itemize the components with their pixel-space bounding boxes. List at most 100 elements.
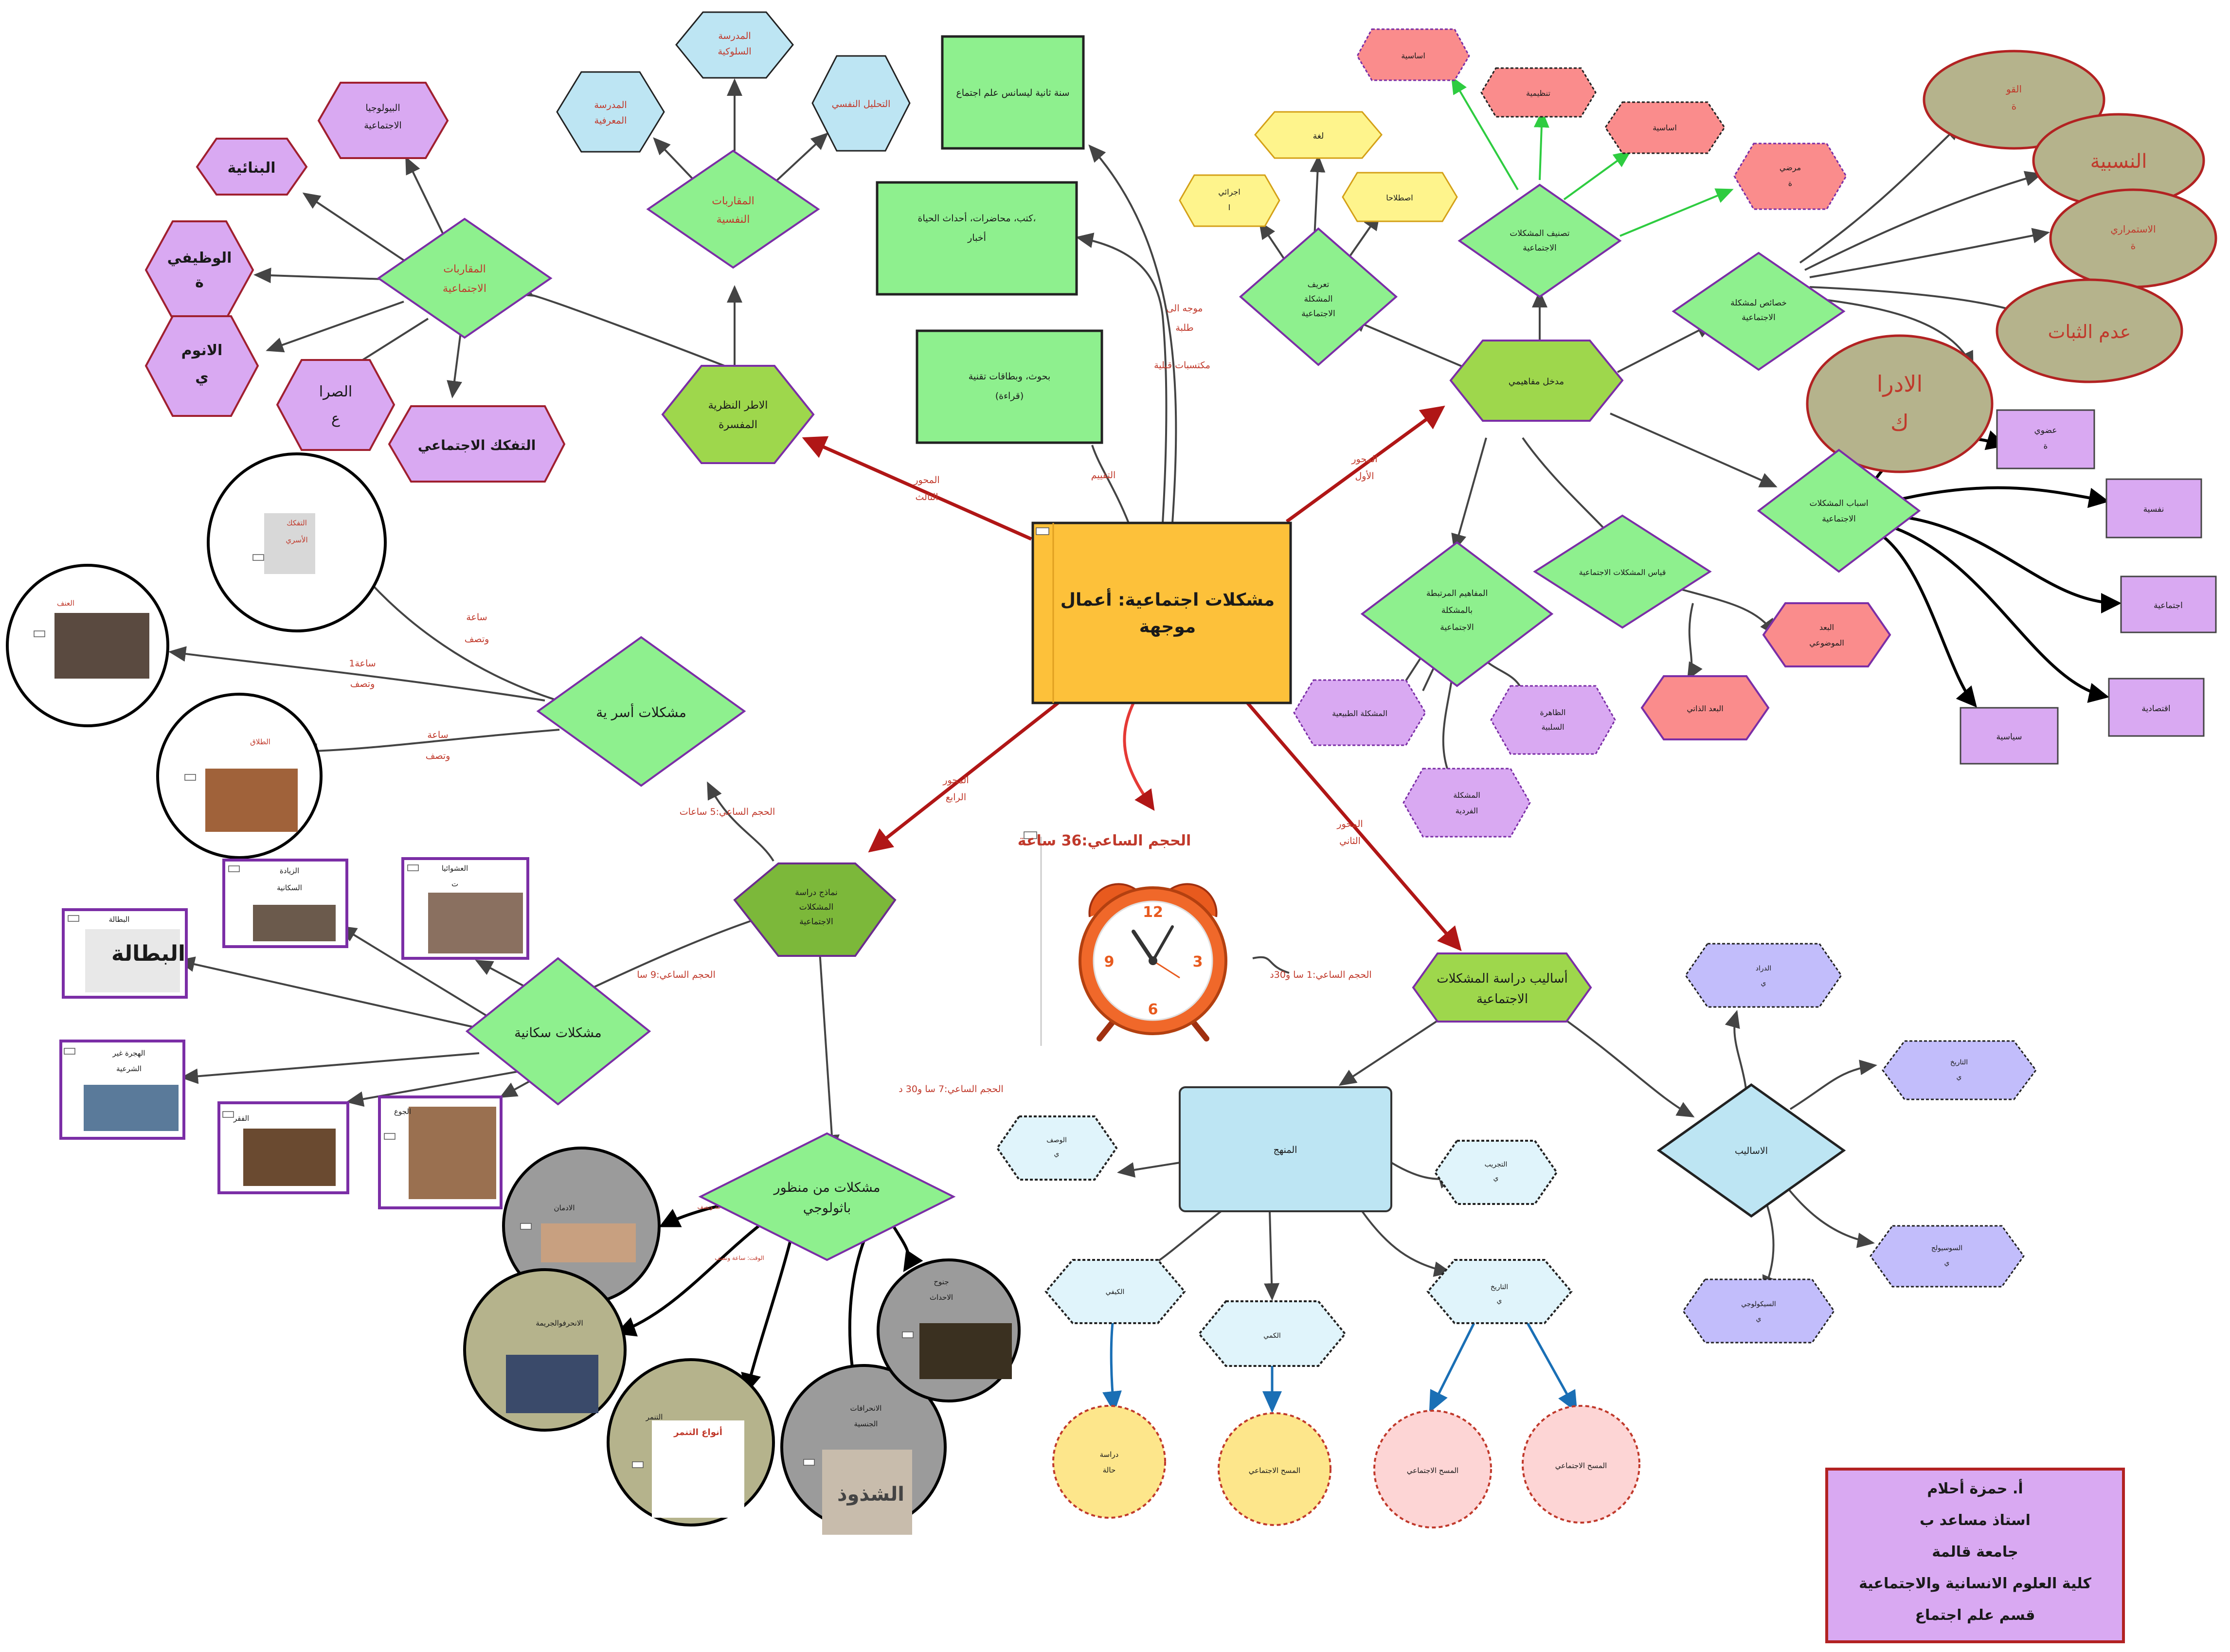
image-population-increase[interactable]: الزيادة السكانية <box>222 859 348 948</box>
node-related-concepts[interactable]: المفاهيم المرتبطة بالمشكلة الاجتماعية <box>1360 541 1554 687</box>
ipg-icon <box>803 1459 815 1466</box>
node-organic[interactable]: عضوي ة <box>1996 409 2095 469</box>
resource-year2[interactable]: سنة ثانية ليسانس علم اجتماع <box>941 35 1085 150</box>
image-violence[interactable]: العنف <box>6 564 169 727</box>
node-definition[interactable]: تعريف المشكلة الاجتماعية <box>1239 227 1398 366</box>
node-conflict[interactable]: الصرا ع <box>276 359 396 451</box>
node-characteristics[interactable]: خصائص لمشكلة الاجتماعية <box>1672 251 1846 371</box>
edge-label-directed-b: طلبة <box>1175 323 1193 333</box>
node-continuity[interactable]: الاستمراري ة <box>2049 188 2217 288</box>
node-organizational[interactable]: تنظيمية <box>1480 67 1597 118</box>
model-delinquency-line1: جنوح <box>934 1277 949 1286</box>
image-divorce[interactable]: الطلاق <box>156 693 323 859</box>
edge-label-hours-patho: الحجم الساعي:7 سا و30 د <box>899 1084 1003 1095</box>
node-history[interactable]: التاريخ ي <box>1882 1040 2037 1100</box>
node-psychological-style[interactable]: السيكولوجي ي <box>1682 1278 1835 1344</box>
node-quantitative[interactable]: الكمي <box>1198 1300 1347 1367</box>
node-behavioral-school[interactable]: المدرسة السلوكية <box>675 11 794 79</box>
node-survey-3[interactable]: المسح الاجتماعي <box>1522 1405 1640 1524</box>
image-hunger[interactable]: الجوع <box>378 1095 503 1209</box>
node-psych-approaches[interactable]: المقاربات النفسية <box>646 149 820 269</box>
image-addiction[interactable]: الادمان <box>502 1147 661 1305</box>
node-subjective-dim[interactable]: البعد الذاتي <box>1640 675 1770 740</box>
node-experimental[interactable]: التجريب ي <box>1434 1140 1558 1205</box>
node-study-models[interactable]: نماذج دراسة المشكلات الاجتماعية <box>733 862 897 957</box>
node-sociological[interactable]: السوسيولج ي <box>1870 1225 2025 1288</box>
theory-frameworks-line1: الاطر النظرية <box>708 399 768 412</box>
node-causes[interactable]: اسباب المشكلات الاجتماعية <box>1757 449 1921 573</box>
node-negative-phenomenon[interactable]: الظاهرة السلبية <box>1490 685 1616 755</box>
node-term[interactable]: اصطلاحا <box>1342 172 1458 222</box>
node-descriptive[interactable]: الوصف ي <box>996 1115 1118 1181</box>
node-objective-dim[interactable]: البعد الموضوعي <box>1762 602 1891 667</box>
node-conceptual-intro[interactable]: مدخل مفاهيمي <box>1449 340 1624 422</box>
node-pathological-problems[interactable]: مشكلات من منظور باثولوجي <box>698 1132 956 1261</box>
node-anomie[interactable]: الانوم ي <box>144 315 259 417</box>
image-juvenile-delinquency[interactable]: جنوح الاحداث <box>877 1258 1021 1402</box>
node-social-biology[interactable]: البيولوجيا الاجتماعية <box>317 82 449 159</box>
node-psych-cause[interactable]: نفسية <box>2105 478 2202 539</box>
node-cognitive-school[interactable]: المدرسة المعرفية <box>556 71 665 153</box>
node-functionalism[interactable]: الوظيفي ة <box>144 220 254 320</box>
image-illegal-migration[interactable]: الهجرة غير الشرعية <box>59 1040 185 1140</box>
central-topic[interactable]: مشكلات اجتماعية: أعمال موجهة <box>1031 521 1292 704</box>
node-population-problems[interactable]: مشكلات سكانية <box>465 957 651 1106</box>
model-center-line2: المشكلات <box>799 902 833 912</box>
image-bullying[interactable]: التنمر أنواع التنمر <box>607 1358 775 1526</box>
author-name: أ. حمزة أحلام <box>1927 1479 2023 1497</box>
node-theoretical-frameworks[interactable]: الاطر النظرية المفسرة <box>661 365 815 464</box>
node-social-disintegration[interactable]: التفكك الاجتماعي <box>388 405 566 483</box>
node-language[interactable]: لغة <box>1254 111 1383 159</box>
image-slums[interactable]: العشوائيا ت <box>401 857 529 960</box>
node-case-study[interactable]: دراسة حالة <box>1052 1405 1166 1519</box>
image-unemployment[interactable]: البطالة البطالة <box>62 908 188 999</box>
node-styles[interactable]: الاساليب <box>1656 1083 1846 1218</box>
image-family-dissolution[interactable]: التفكك الأسري <box>207 452 387 632</box>
ipg-icon <box>520 1223 532 1230</box>
node-classification[interactable]: تصنيف المشكلات الاجتماعية <box>1457 183 1622 298</box>
node-perception[interactable]: الادرا ك <box>1806 334 1994 473</box>
node-basic-2[interactable]: اساسية <box>1604 101 1726 154</box>
resource-books[interactable]: كتب، محاضرات، أحداث الحياة، أخبار <box>876 181 1078 296</box>
node-instability[interactable]: عدم الثبات <box>1996 278 2183 383</box>
concept-term: اصطلاحا <box>1386 193 1413 202</box>
node-natural-problem[interactable]: المشكلة الطبيعية <box>1293 679 1426 746</box>
image-crime[interactable]: الانحرفوالجريمة <box>463 1268 627 1432</box>
method-styles: الاساليب <box>1735 1146 1768 1156</box>
node-measurement[interactable]: قياس المشكلات الاجتماعية <box>1533 514 1712 629</box>
node-historical[interactable]: التاريخ ي <box>1426 1259 1573 1324</box>
node-pathological[interactable]: مرضي ة <box>1733 143 1847 210</box>
author-rank: استاذ مساعد ب <box>1920 1512 2031 1529</box>
image-sexual-deviance[interactable]: الانحرافات الجنسية الشذوذ <box>780 1364 947 1535</box>
node-power[interactable]: القو ة <box>1923 50 2105 150</box>
concept-pathological-line2: ة <box>1788 179 1792 188</box>
node-study-methods[interactable]: أساليب دراسة المشكلات الاجتماعية <box>1412 952 1592 1023</box>
node-survey-1[interactable]: المسح الاجتماعي <box>1218 1412 1331 1526</box>
node-political-cause[interactable]: سياسية <box>1960 707 2059 765</box>
model-pathology-line2: باثولوجي <box>803 1201 851 1216</box>
svg-text:ي: ي <box>1493 1174 1499 1182</box>
theory-functional-line1: الوظيفي <box>167 250 232 267</box>
node-psychoanalysis[interactable]: التحليل النفسي <box>811 55 911 152</box>
concept-psychological: نفسية <box>2143 504 2164 514</box>
node-social-approaches[interactable]: المقاربات الاجتماعية <box>377 217 553 339</box>
model-poverty: الفقر <box>233 1114 249 1123</box>
node-basic-1[interactable]: اساسية <box>1356 28 1470 81</box>
image-poverty[interactable]: الفقر <box>217 1101 349 1194</box>
node-structuralism[interactable]: البنائية <box>196 138 308 196</box>
node-individual-problem[interactable]: المشكلة الفردية <box>1403 768 1531 838</box>
resource-research[interactable]: بحوث، وبطاقات تقنية (قراءة) <box>916 329 1103 444</box>
model-migration-line2: الشرعية <box>116 1064 142 1073</box>
node-economic-cause[interactable]: اقتصادية <box>2108 678 2205 737</box>
node-survey-2[interactable]: المسح الاجتماعي <box>1373 1410 1492 1528</box>
node-qualitative[interactable]: الكيفي <box>1044 1259 1186 1324</box>
node-social-cause[interactable]: اجتماعية <box>2120 575 2217 633</box>
node-procedural[interactable]: اجرائي ا <box>1179 174 1280 227</box>
model-deviance-image-text: الشذوذ <box>837 1483 904 1506</box>
concept-relativity: النسبية <box>2090 150 2147 173</box>
node-study[interactable]: الدراد ي <box>1685 943 1842 1008</box>
node-family-problems[interactable]: مشكلات أسر ية <box>536 636 746 787</box>
node-method[interactable]: المنهج <box>1179 1086 1392 1212</box>
ipg-icon <box>407 864 419 871</box>
resource-research-line2: (قراءة) <box>995 391 1024 401</box>
